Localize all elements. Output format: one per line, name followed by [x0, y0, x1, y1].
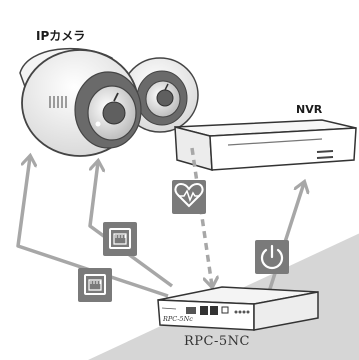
device-label: RPC-5NC	[184, 334, 250, 349]
line-to-camera-right	[88, 162, 174, 288]
ip-camera-label: IPカメラ	[36, 29, 86, 43]
line-to-camera-left	[16, 157, 169, 298]
device-panel-text: RPC-5Nc	[162, 315, 193, 323]
ethernet-port-icon	[78, 268, 112, 302]
ethernet-port-icon	[103, 222, 137, 256]
nvr-label: NVR	[296, 103, 323, 116]
nvr-recorder	[174, 119, 357, 172]
power-icon	[255, 240, 289, 274]
connections	[16, 147, 304, 298]
heart-monitor-icon	[172, 180, 206, 214]
rpc-5nc-device: RPC-5Nc	[157, 286, 319, 331]
ip-camera-front	[19, 47, 142, 157]
line-to-nvr	[266, 183, 304, 296]
